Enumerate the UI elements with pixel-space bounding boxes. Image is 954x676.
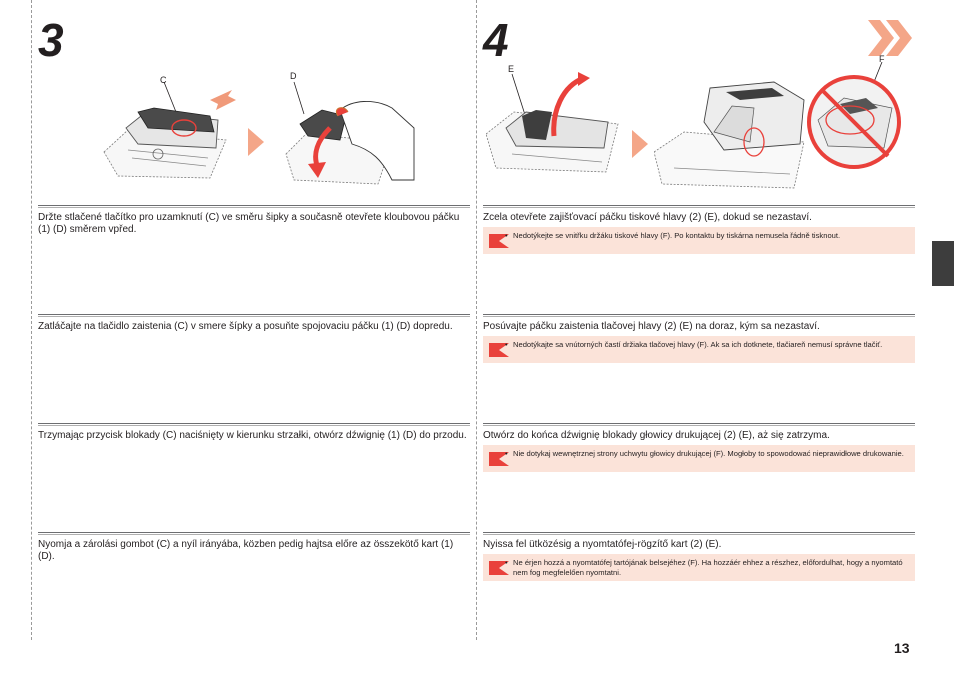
label-f: F (879, 54, 885, 64)
instruction-text-cs: Zcela otevřete zajišťovací páčku tiskové… (483, 212, 812, 223)
instruction-text-sk: Zatláčajte na tlačidlo zaistenia (C) v s… (38, 321, 453, 332)
caution-note: • Nedotýkejte se vnitřku držáku tiskové … (483, 227, 915, 254)
section-rule (483, 314, 915, 315)
caution-flag-icon (489, 234, 509, 248)
step-arrow-icon (248, 128, 264, 156)
note-bullet: • (505, 231, 508, 240)
instruction-text-sk: Posúvajte páčku zaistenia tlačovej hlavy… (483, 321, 820, 332)
instruction-text-cs: Držte stlačené tlačítko pro uzamknutí (C… (38, 212, 460, 235)
caution-note: • Nedotýkajte sa vnútorných častí držiak… (483, 336, 915, 363)
section-rule (483, 532, 915, 533)
section-rule (483, 205, 915, 206)
instruction-text-hu: Nyissa fel ütközésig a nyomtatófej-rögzí… (483, 539, 722, 550)
printer-lever-hand-illustration (285, 81, 415, 185)
double-chevron-icon (868, 20, 912, 56)
section-rule-light (38, 316, 470, 317)
section-rule-light (483, 316, 915, 317)
caution-note-text: Nie dotykaj wewnętrznej strony uchwytu g… (513, 449, 904, 458)
note-bullet: • (505, 558, 508, 567)
section-rule-light (38, 534, 470, 535)
chapter-side-tab (932, 241, 954, 286)
caution-note: • Ne érjen hozzá a nyomtatófej tartójána… (483, 554, 915, 581)
label-e: E (508, 64, 515, 74)
left-margin-dash (31, 0, 32, 640)
section-rule (38, 532, 470, 533)
section-rule (38, 205, 470, 206)
no-touch-warning-icon (807, 62, 901, 169)
note-bullet: • (505, 449, 508, 458)
section-rule-light (38, 207, 470, 208)
column-divider-dash (476, 0, 477, 640)
page-number: 13 (894, 640, 910, 656)
step-number-3: 3 (38, 14, 64, 66)
caution-flag-icon (489, 452, 509, 466)
printer-lock-button-illustration (103, 82, 236, 179)
section-rule-light (38, 425, 470, 426)
instruction-text-hu: Nyomja a zárolási gombot (C) a nyíl irán… (38, 539, 454, 562)
printhead-lever-open-illustration (486, 72, 619, 173)
section-rule-light (483, 207, 915, 208)
printhead-holder-illustration (654, 81, 805, 189)
instruction-text-pl: Trzymając przycisk blokady (C) naciśnięt… (38, 430, 467, 441)
section-rule-light (483, 425, 915, 426)
section-rule (483, 423, 915, 424)
section-rule (38, 423, 470, 424)
label-c: C (160, 75, 167, 85)
caution-flag-icon (489, 343, 509, 357)
step-number-4: 4 (483, 14, 509, 66)
section-rule-light (483, 534, 915, 535)
caution-note-text: Ne érjen hozzá a nyomtatófej tartójának … (513, 558, 903, 577)
caution-note: • Nie dotykaj wewnętrznej strony uchwytu… (483, 445, 915, 472)
note-bullet: • (505, 340, 508, 349)
label-d: D (290, 71, 297, 81)
instruction-text-pl: Otwórz do końca dźwignię blokady głowicy… (483, 430, 830, 441)
caution-note-text: Nedotýkajte sa vnútorných častí držiaka … (513, 340, 883, 349)
step-arrow-icon (632, 130, 648, 158)
caution-flag-icon (489, 561, 509, 575)
caution-note-text: Nedotýkejte se vnitřku držáku tiskové hl… (513, 231, 841, 240)
section-rule (38, 314, 470, 315)
